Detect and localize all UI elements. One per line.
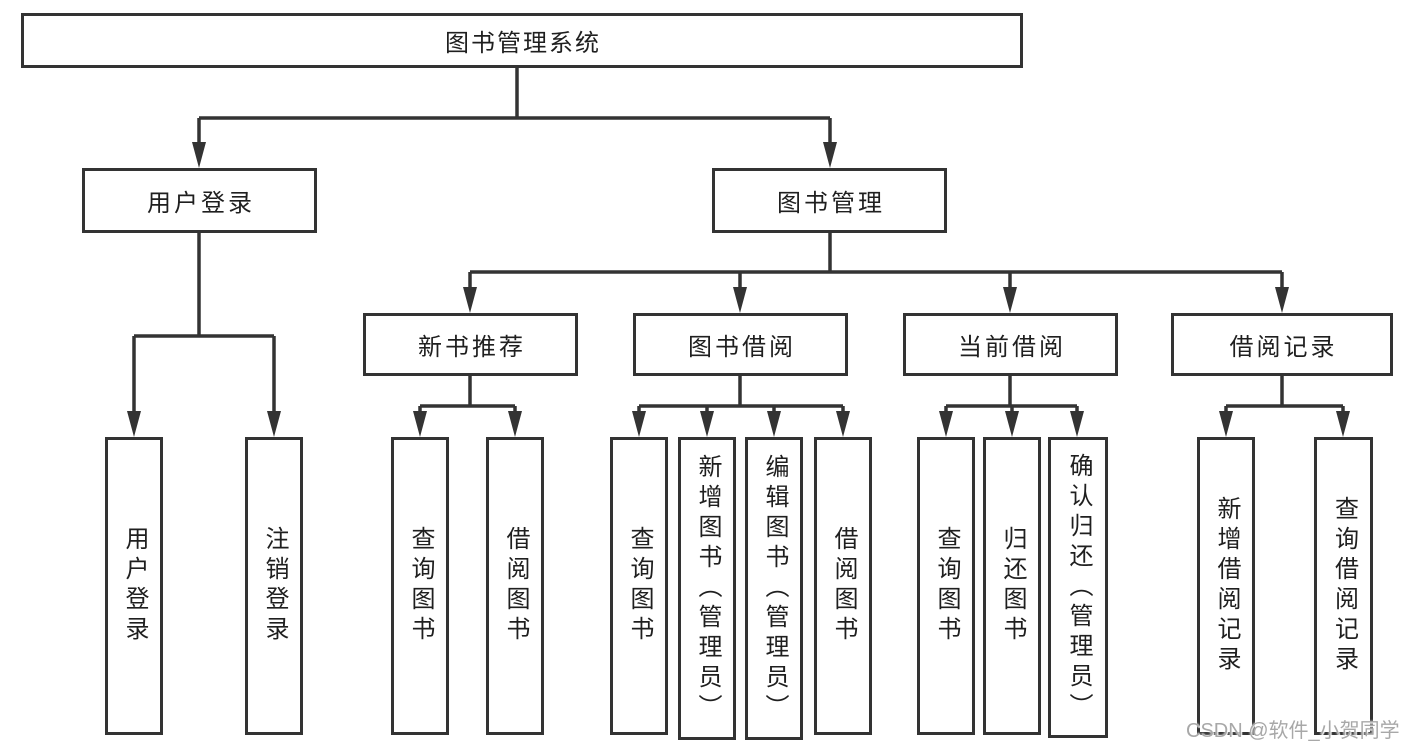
- node-label: 图书管理: [777, 190, 885, 217]
- node-leaf-borrow-books-borrowing: 借阅图书: [814, 437, 872, 735]
- connector-new-book-children: [418, 376, 517, 414]
- node-user-login: 用户登录: [82, 168, 317, 233]
- connector-current-borrowing-children: [944, 376, 1079, 414]
- node-leaf-query-books-borrowing: 查询图书: [610, 437, 668, 735]
- node-label: 确认归还（管理员）: [1065, 452, 1092, 723]
- node-label: 归还图书: [999, 526, 1026, 646]
- node-book-borrowing: 图书借阅: [633, 313, 848, 376]
- node-label: 查询图书: [933, 526, 960, 646]
- node-label: 借阅图书: [830, 526, 857, 646]
- connector-user-login-children: [132, 233, 276, 414]
- node-label: 用户登录: [121, 526, 148, 646]
- connector-book-mgmt-children: [468, 233, 1284, 290]
- node-new-book-recommend: 新书推荐: [363, 313, 578, 376]
- node-label: 查询图书: [626, 526, 653, 646]
- node-leaf-borrow-books-recommend: 借阅图书: [486, 437, 544, 735]
- node-leaf-edit-books-admin: 编辑图书（管理员）: [745, 437, 803, 740]
- node-label: 编辑图书（管理员）: [761, 453, 788, 724]
- node-leaf-return-books: 归还图书: [983, 437, 1041, 735]
- node-label: 查询图书: [407, 526, 434, 646]
- connector-borrowing-records-children: [1224, 376, 1345, 414]
- node-label: 图书管理系统: [445, 30, 601, 57]
- node-current-borrowing: 当前借阅: [903, 313, 1118, 376]
- node-leaf-query-books-current: 查询图书: [917, 437, 975, 735]
- arrowheads: [127, 142, 1350, 437]
- node-label: 新增图书（管理员）: [694, 453, 721, 724]
- node-label: 新增借阅记录: [1213, 496, 1240, 676]
- node-leaf-confirm-return-admin: 确认归还（管理员）: [1048, 437, 1108, 738]
- node-leaf-add-borrow-record: 新增借阅记录: [1197, 437, 1255, 735]
- node-label: 查询借阅记录: [1330, 496, 1358, 676]
- node-label: 借阅记录: [1229, 334, 1338, 361]
- node-borrowing-records: 借阅记录: [1171, 313, 1393, 376]
- connector-book-borrowing-children: [637, 376, 845, 414]
- csdn-watermark: CSDN @软件_小贺同学: [1186, 720, 1400, 742]
- connector-root-to-level2: [197, 68, 832, 145]
- node-label: 图书借阅: [688, 334, 796, 361]
- node-root: 图书管理系统: [21, 13, 1023, 68]
- node-label: 新书推荐: [418, 334, 526, 361]
- node-label: 借阅图书: [502, 526, 529, 646]
- node-label: 当前借阅: [958, 334, 1066, 361]
- node-label: 注销登录: [261, 526, 288, 646]
- node-leaf-logout: 注销登录: [245, 437, 303, 735]
- node-leaf-query-borrow-record: 查询借阅记录: [1314, 437, 1373, 735]
- node-leaf-query-books-recommend: 查询图书: [391, 437, 449, 735]
- node-leaf-add-books-admin: 新增图书（管理员）: [678, 437, 736, 740]
- node-book-management: 图书管理: [712, 168, 947, 233]
- node-leaf-user-login: 用户登录: [105, 437, 163, 735]
- node-label: 用户登录: [147, 190, 255, 217]
